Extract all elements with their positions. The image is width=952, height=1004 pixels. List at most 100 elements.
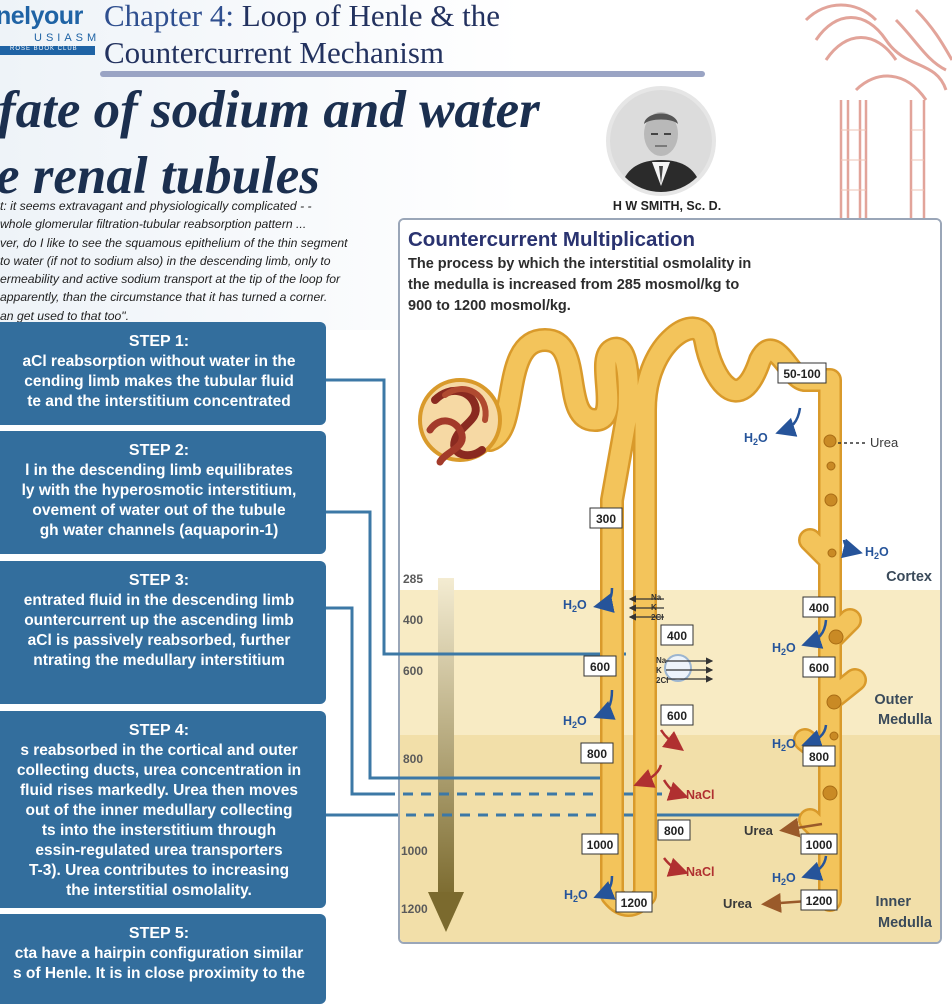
cl-label: 2Cl <box>651 613 663 622</box>
quote-line: an get used to that too". <box>0 308 130 323</box>
nacl-arrows <box>633 729 689 877</box>
h2o-label: H2O <box>563 714 587 730</box>
box-cd-1200: 1200 <box>800 889 838 911</box>
box-desc-1000-label: 1000 <box>587 838 614 852</box>
glomerulus <box>418 378 502 466</box>
box-300-label: 300 <box>596 512 616 526</box>
step-line: aCl reabsorption without water in the <box>22 353 296 370</box>
step-heading: STEP 4: <box>128 722 190 739</box>
na-label: Na <box>651 593 662 602</box>
step-line: gh water channels (aquaporin-1) <box>39 522 279 539</box>
step-4-box: STEP 4: s reabsorbed in the cortical and… <box>0 711 326 908</box>
box-asc-600-label: 600 <box>667 709 687 723</box>
nacl-label: NaCl <box>686 865 714 879</box>
urea-dot <box>828 629 844 645</box>
box-asc-600: 600 <box>660 704 694 726</box>
panel-subtitle-line: 900 to 1200 mosmol/kg. <box>408 298 571 314</box>
ion-labels: Na K 2Cl Na K 2Cl <box>651 593 668 685</box>
water-arrow <box>841 538 863 559</box>
box-cd-800: 800 <box>802 745 836 767</box>
quote-line: whole glomerular filtration-tubular reab… <box>0 217 307 232</box>
step-line: cta have a hairpin configuration similar <box>14 945 304 962</box>
step-heading: STEP 5: <box>128 925 190 942</box>
step-line: out of the inner medullary collecting <box>25 802 293 819</box>
chapter-title: Chapter 4: Loop of Henle & the Countercu… <box>104 0 500 71</box>
scale-tick-285: 285 <box>403 572 423 586</box>
quote-line: ermeability and active sodium transport … <box>0 272 341 287</box>
chapter-title-line1: Loop of Henle & the <box>234 0 501 33</box>
urea-dot <box>824 493 838 507</box>
box-asc-400-label: 400 <box>667 629 687 643</box>
chapter-number: Chapter 4: <box>104 0 234 33</box>
connector-step-2 <box>326 510 614 780</box>
step-1-box: STEP 1: aCl reabsorption without water i… <box>0 322 326 425</box>
urea-dot <box>829 731 839 741</box>
cortex-label: Cortex <box>886 569 932 585</box>
box-asc-800: 800 <box>657 819 691 841</box>
h2o-label: H2O <box>564 888 588 904</box>
urea-dot <box>827 548 837 558</box>
nacl-arrow <box>662 779 689 801</box>
osmolality-scale-arrow <box>438 578 454 900</box>
h2o-label: H2O <box>865 545 889 561</box>
panel-title: Countercurrent Multiplication <box>408 228 695 251</box>
zone-labels: Cortex Outer Medulla Inner Medulla <box>874 569 933 931</box>
scale-tick-1000: 1000 <box>401 844 428 858</box>
step-line: s reabsorbed in the cortical and outer <box>20 742 298 759</box>
duct-branches <box>795 530 865 850</box>
header-divider <box>100 71 705 77</box>
step-2-box: STEP 2: l in the descending limb equilib… <box>0 431 326 554</box>
k-label: K <box>656 666 662 675</box>
h2o-label: H2O <box>772 871 796 887</box>
water-arrow <box>801 724 828 749</box>
water-arrow <box>801 855 828 881</box>
smith-quote: t: it seems extravagant and physiologica… <box>0 197 388 325</box>
scale-tick-800: 800 <box>403 752 423 766</box>
step-line: te and the interstitium concentrated <box>27 393 291 410</box>
water-arrow <box>593 689 616 720</box>
box-cd-1000-label: 1000 <box>806 838 833 852</box>
box-cd-1200-label: 1200 <box>806 894 833 908</box>
box-cd-400-label: 400 <box>809 601 829 615</box>
urea-label: Urea <box>870 435 899 450</box>
step-heading: STEP 3: <box>128 572 190 589</box>
loop-of-henle <box>480 319 815 915</box>
box-cd-800-label: 800 <box>809 750 829 764</box>
scale-tick-600: 600 <box>403 664 423 678</box>
box-cd-50-100: 50-100 <box>777 362 827 384</box>
logo-bar-text: ROSE BOOK CLUB <box>10 46 78 52</box>
logo-name: nelyour <box>0 2 83 30</box>
box-desc-600: 600 <box>583 655 617 677</box>
water-arrows <box>593 407 863 900</box>
outer-medulla-label-1: Outer <box>874 692 913 708</box>
box-cd-50-100-label: 50-100 <box>783 367 821 381</box>
box-cd-600: 600 <box>802 656 836 678</box>
logo: nelyour USIASM ROSE BOOK CLUB <box>0 0 96 60</box>
urea-label: Urea <box>723 896 753 911</box>
step-line: essin-regulated urea transporters <box>35 842 283 859</box>
panel-subtitle: The process by which the interstitial os… <box>408 254 828 317</box>
osmolality-boxes: 300 600 800 1000 1200 400 600 800 50-100… <box>580 362 838 913</box>
step-line: l in the descending limb equilibrates <box>25 462 293 479</box>
transporter-circle <box>664 654 692 682</box>
quote-line: to water (if not to sodium also) in the … <box>0 253 331 268</box>
nacl-arrow <box>659 729 685 751</box>
step-line: s of Henle. It is in close proximity to … <box>13 965 305 982</box>
logo-subtitle: USIASM <box>34 32 101 44</box>
urea-dot <box>826 461 836 471</box>
nacl-label: NaCl <box>686 788 714 802</box>
step-heading: STEP 2: <box>128 442 190 459</box>
box-desc-800-label: 800 <box>587 747 607 761</box>
step-line: ovement of water out of the tubule <box>32 502 286 519</box>
step-line: ntrating the medullary interstitium <box>33 652 285 669</box>
cl-label: 2Cl <box>656 676 668 685</box>
quote-line: t: it seems extravagant and physiologica… <box>0 199 312 213</box>
urea-labels: Urea Urea Urea <box>723 435 899 911</box>
urea-label: Urea <box>744 823 774 838</box>
nacl-labels: NaCl NaCl <box>686 788 714 879</box>
osmolality-scale: 285 400 600 800 1000 1200 <box>401 572 428 916</box>
logo-bar: ROSE BOOK CLUB <box>0 46 95 55</box>
page-title-line2: e renal tubules <box>0 147 320 205</box>
box-desc-600-label: 600 <box>590 660 610 674</box>
